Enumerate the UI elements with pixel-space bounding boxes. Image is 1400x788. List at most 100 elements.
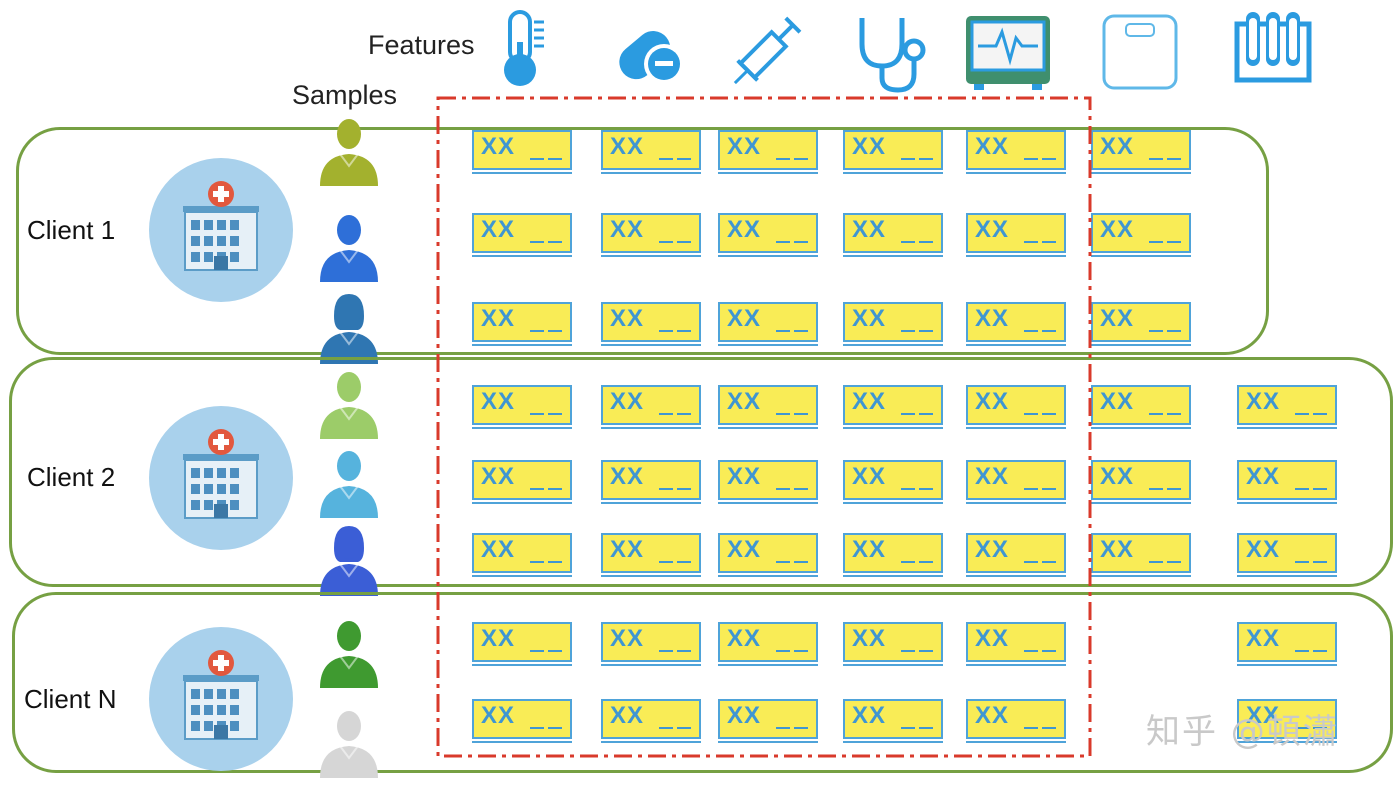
feature-cell-underline — [601, 344, 701, 346]
feature-cell: XX — [966, 213, 1066, 261]
feature-cell-text: XX — [610, 305, 645, 332]
feature-cell-text: XX — [975, 536, 1010, 563]
feature-cell: XX — [718, 622, 818, 670]
feature-cell-underline — [601, 664, 701, 666]
feature-cell-text: XX — [481, 625, 516, 652]
feature-cell-blank — [794, 158, 808, 160]
feature-cell-text: XX — [610, 133, 645, 160]
feature-cell-box: XX — [843, 533, 943, 573]
feature-cell: XX — [966, 385, 1066, 433]
feature-cell: XX — [1091, 460, 1191, 508]
feature-cell-blank — [776, 561, 790, 563]
feature-cell-underline — [1237, 664, 1337, 666]
feature-cell-text: XX — [852, 133, 887, 160]
feature-cell-blank — [1295, 561, 1309, 563]
feature-cell: XX — [1091, 302, 1191, 350]
feature-cell-box: XX — [718, 699, 818, 739]
feature-cell-blank — [794, 330, 808, 332]
feature-cell-underline — [718, 741, 818, 743]
feature-cell: XX — [601, 699, 701, 747]
feature-cell-box: XX — [718, 130, 818, 170]
feature-cell-text: XX — [481, 702, 516, 729]
feature-cell-blank — [1313, 727, 1327, 729]
feature-cell-underline — [1091, 427, 1191, 429]
feature-cell-underline — [1091, 172, 1191, 174]
weighing-scale-icon — [1102, 14, 1178, 90]
feature-cell-blank — [548, 413, 562, 415]
feature-cell-blank — [1042, 330, 1056, 332]
feature-cell-blank — [530, 158, 544, 160]
feature-cell-text: XX — [610, 216, 645, 243]
feature-cell-box: XX — [966, 130, 1066, 170]
feature-cell: XX — [843, 460, 943, 508]
feature-cell-blank — [1295, 727, 1309, 729]
feature-cell: XX — [1091, 533, 1191, 581]
feature-cell-blank — [1167, 330, 1181, 332]
feature-cell-box: XX — [1237, 533, 1337, 573]
feature-cell-blank — [901, 727, 915, 729]
feature-cell-underline — [966, 502, 1066, 504]
feature-cell: XX — [718, 302, 818, 350]
feature-cell: XX — [1091, 213, 1191, 261]
feature-cell-blank — [1149, 488, 1163, 490]
feature-cell-blank — [1042, 727, 1056, 729]
feature-cell-box: XX — [1091, 460, 1191, 500]
feature-cell-text: XX — [1246, 388, 1281, 415]
feature-cell-text: XX — [610, 463, 645, 490]
feature-cell-box: XX — [601, 385, 701, 425]
feature-cell-blank — [919, 650, 933, 652]
feature-cell-blank — [1042, 488, 1056, 490]
feature-cell-blank — [1167, 158, 1181, 160]
feature-cell-underline — [601, 172, 701, 174]
feature-cell-text: XX — [1100, 133, 1135, 160]
feature-cell-underline — [601, 427, 701, 429]
feature-cell-blank — [1295, 413, 1309, 415]
feature-cell: XX — [718, 385, 818, 433]
feature-cell-text: XX — [1100, 216, 1135, 243]
feature-cell-blank — [794, 413, 808, 415]
feature-cell-box: XX — [601, 460, 701, 500]
feature-cell-underline — [843, 344, 943, 346]
feature-cell-blank — [1042, 158, 1056, 160]
feature-cell-underline — [1237, 575, 1337, 577]
feature-cell-blank — [901, 330, 915, 332]
feature-cell-box: XX — [843, 385, 943, 425]
feature-cell: XX — [718, 533, 818, 581]
feature-cell-blank — [776, 330, 790, 332]
person-icon — [320, 119, 378, 186]
feature-cell-blank — [548, 727, 562, 729]
client-label: Client 2 — [27, 462, 116, 492]
feature-cell: XX — [843, 699, 943, 747]
feature-cell-underline — [472, 344, 572, 346]
feature-cell-blank — [548, 488, 562, 490]
feature-cell-box: XX — [718, 213, 818, 253]
feature-cell-text: XX — [852, 536, 887, 563]
feature-cell: XX — [601, 213, 701, 261]
feature-cell-box: XX — [472, 302, 572, 342]
feature-cell-box: XX — [1237, 460, 1337, 500]
feature-cell-text: XX — [852, 388, 887, 415]
feature-cell-blank — [548, 241, 562, 243]
feature-cell: XX — [966, 622, 1066, 670]
feature-cell-blank — [659, 727, 673, 729]
feature-cell-blank — [530, 650, 544, 652]
feature-cell-box: XX — [1091, 302, 1191, 342]
feature-cell-blank — [548, 330, 562, 332]
feature-cell-text: XX — [1246, 463, 1281, 490]
feature-cell: XX — [843, 130, 943, 178]
feature-cell-underline — [601, 741, 701, 743]
feature-cell-text: XX — [727, 305, 762, 332]
feature-cell-text: XX — [727, 625, 762, 652]
client-label: Client N — [24, 684, 117, 714]
feature-cell-box: XX — [966, 460, 1066, 500]
feature-cell-text: XX — [852, 216, 887, 243]
feature-cell-blank — [1313, 561, 1327, 563]
feature-cell-text: XX — [975, 702, 1010, 729]
feature-cell-text: XX — [852, 625, 887, 652]
feature-cell-blank — [919, 488, 933, 490]
feature-cell-blank — [794, 561, 808, 563]
feature-cell-blank — [1024, 413, 1038, 415]
feature-cell-text: XX — [727, 463, 762, 490]
feature-cell-box: XX — [472, 622, 572, 662]
